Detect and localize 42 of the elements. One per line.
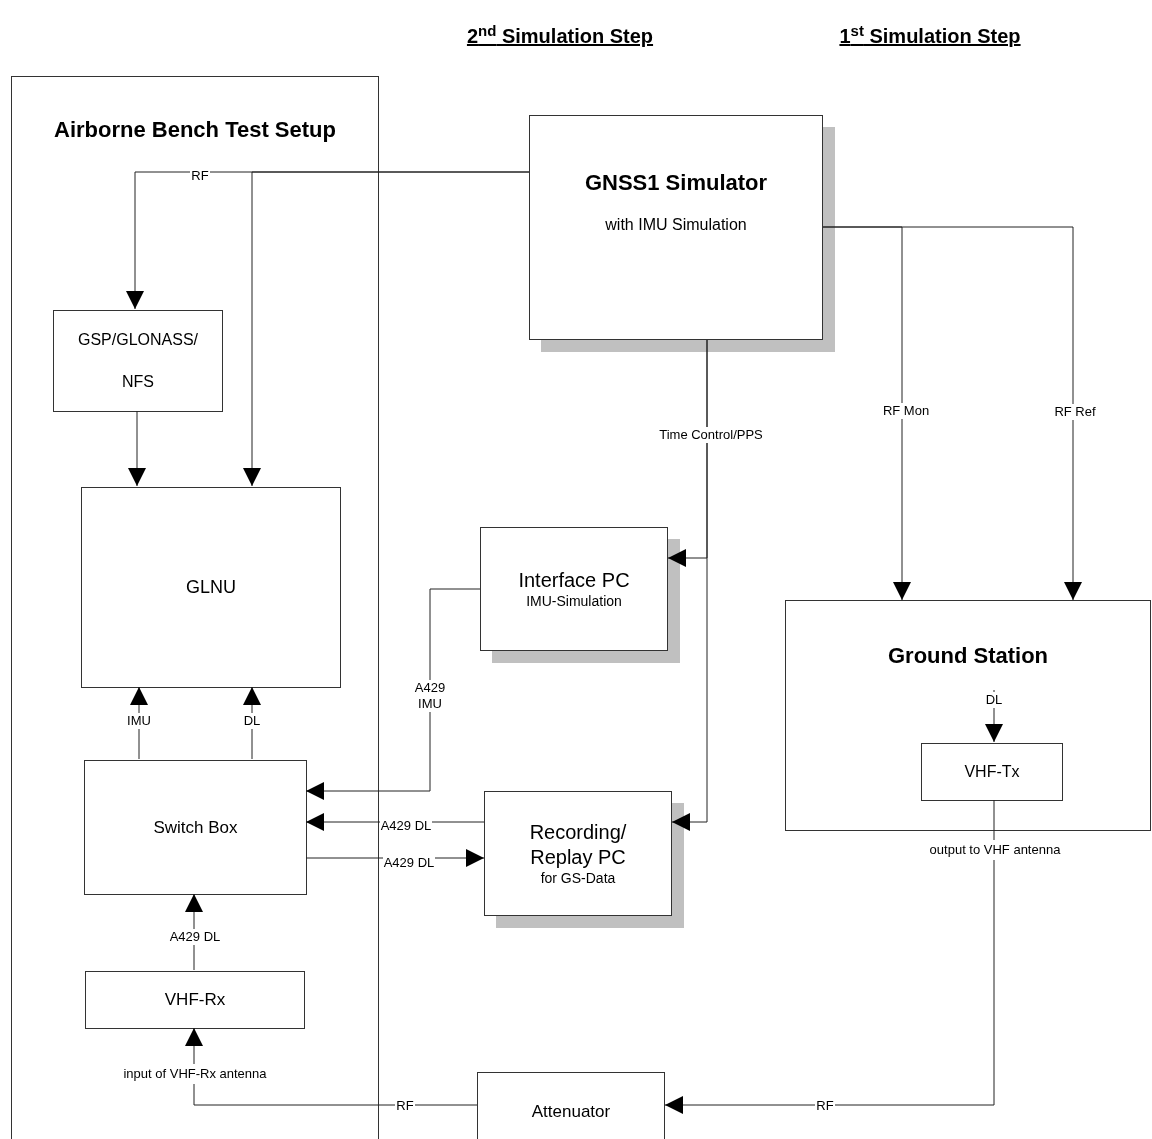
node-title: VHF-Rx [164, 989, 226, 1012]
node-subtitle: with IMU Simulation [605, 215, 747, 235]
note-text: input of VHF-Rx antenna [123, 1064, 267, 1084]
process-box [84, 760, 307, 895]
edge-label: Time Control/PPS [658, 427, 764, 443]
arrow [305, 588, 481, 800]
process-box [85, 971, 305, 1029]
edge-label: RF Mon [881, 403, 931, 419]
process-box [81, 487, 341, 688]
node-title: Attenuator [531, 1101, 611, 1123]
arrow [671, 339, 708, 831]
arrow [128, 410, 146, 487]
arrow [664, 799, 995, 1114]
process-box [53, 310, 223, 412]
process-box [921, 743, 1063, 801]
node-title: Airborne Bench Test Setup [54, 116, 336, 144]
node-title: Ground Station [887, 642, 1049, 670]
edge-label: RF Ref [1053, 404, 1097, 420]
edge-label: DL [242, 713, 262, 729]
arrow [185, 893, 203, 971]
node-title: GNSS1 Simulator [584, 169, 768, 197]
node-subtitle: IMU-Simulation [526, 592, 622, 611]
node-title: Recording/ Replay PC [528, 819, 628, 870]
arrow [985, 689, 1003, 743]
process-box [477, 1072, 665, 1139]
node-title: Switch Box [153, 816, 238, 839]
edge-label: A429 DL [168, 929, 222, 945]
node-title: Interface PC [518, 567, 630, 593]
note-text: output to VHF antenna [929, 840, 1061, 860]
node-title: GLNU [186, 576, 236, 599]
arrow [243, 171, 530, 487]
arrow [243, 686, 261, 760]
node-title: GSP/GLONASS/ NFS [76, 330, 199, 392]
process-box [785, 600, 1151, 831]
group-frame [11, 76, 379, 1139]
arrow [130, 686, 148, 760]
arrow [822, 226, 1082, 601]
node-title: VHF-Tx [964, 762, 1020, 782]
edge-label: IMU [126, 713, 152, 729]
node-subtitle: for GS-Data [539, 869, 617, 888]
arrow [185, 1027, 478, 1106]
edge-label: DL [984, 692, 1004, 708]
